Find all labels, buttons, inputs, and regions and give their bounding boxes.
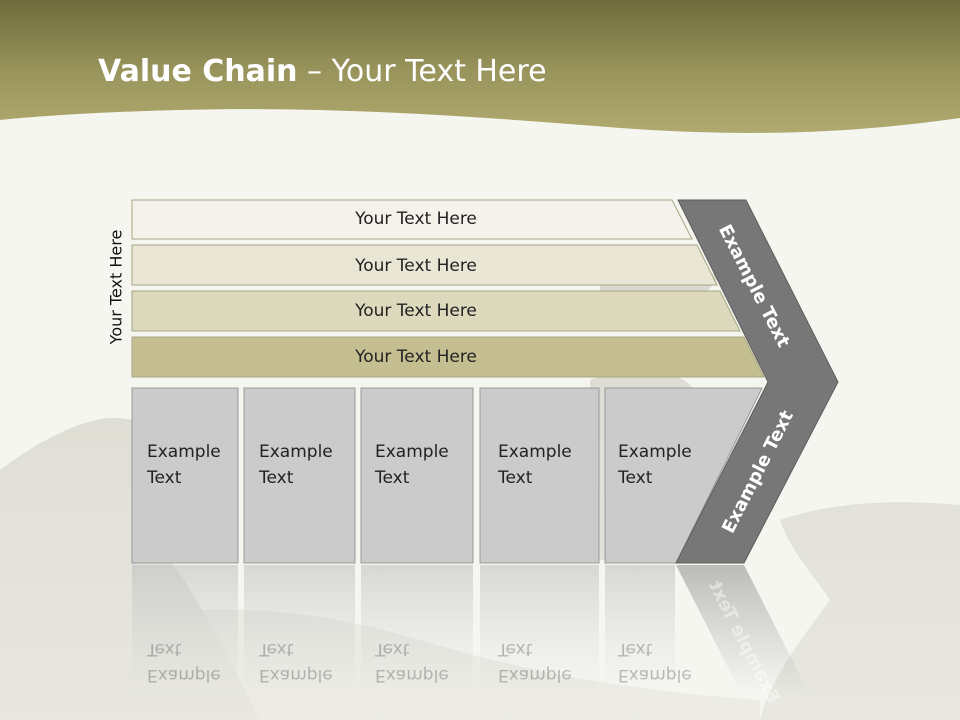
box-1-text: Example Text [147, 439, 221, 491]
bar-3-label: Your Text Here [355, 301, 477, 321]
box-3-reflection-line2: Text [375, 639, 410, 659]
box-4-reflection-line2: Text [498, 639, 533, 659]
chevron-shape [675, 199, 839, 564]
box-1-shape [131, 387, 239, 564]
box-3-text: Example Text [375, 439, 449, 491]
box-4-line2: Text [498, 468, 533, 488]
header-band [0, 0, 960, 133]
bar-4-label: Your Text Here [355, 347, 477, 367]
box-2-line2: Text [259, 468, 294, 488]
box-1-reflection-line1: Example [147, 665, 221, 685]
box-4-line1: Example [498, 442, 572, 462]
box-4-reflection-line1: Example [498, 665, 572, 685]
bar-1-label: Your Text Here [355, 209, 477, 229]
bar-3-shape [131, 290, 741, 332]
box-1-reflection: Example Text [147, 636, 221, 688]
bar-2-shape [131, 244, 718, 286]
box-2-reflection-line1: Example [259, 665, 333, 685]
box-3-line2: Text [375, 468, 410, 488]
slide-title-bold: Value Chain [98, 54, 298, 89]
box-5-reflection: Example Text [618, 636, 692, 688]
slide-title: Value Chain – Your Text Here [98, 54, 547, 89]
bar-4-shape [131, 336, 765, 378]
box-1-line1: Example [147, 442, 221, 462]
box-3-reflection-line1: Example [375, 665, 449, 685]
box-1-reflection-line2: Text [147, 639, 182, 659]
box-5-line1: Example [618, 442, 692, 462]
box-3-reflection: Example Text [375, 636, 449, 688]
box-2-text: Example Text [259, 439, 333, 491]
reflection [132, 565, 810, 695]
box-3-shape [360, 387, 474, 564]
box-3-line1: Example [375, 442, 449, 462]
box-2-reflection: Example Text [259, 636, 333, 688]
box-4-reflection: Example Text [498, 636, 572, 688]
box-2-line1: Example [259, 442, 333, 462]
box-5-line2: Text [618, 468, 653, 488]
box-1-line2: Text [147, 468, 182, 488]
box-5-text: Example Text [618, 439, 692, 491]
box-5-reflection-line2: Text [618, 639, 653, 659]
slide-title-rest: – Your Text Here [297, 54, 547, 89]
box-2-reflection-line2: Text [259, 639, 294, 659]
box-4-shape [479, 387, 600, 564]
box-4-text: Example Text [498, 439, 572, 491]
box-2-shape [243, 387, 356, 564]
bar-2-label: Your Text Here [355, 256, 477, 276]
bar-1-shape [131, 199, 693, 240]
vertical-label: Your Text Here [106, 229, 126, 345]
box-5-reflection-line1: Example [618, 665, 692, 685]
